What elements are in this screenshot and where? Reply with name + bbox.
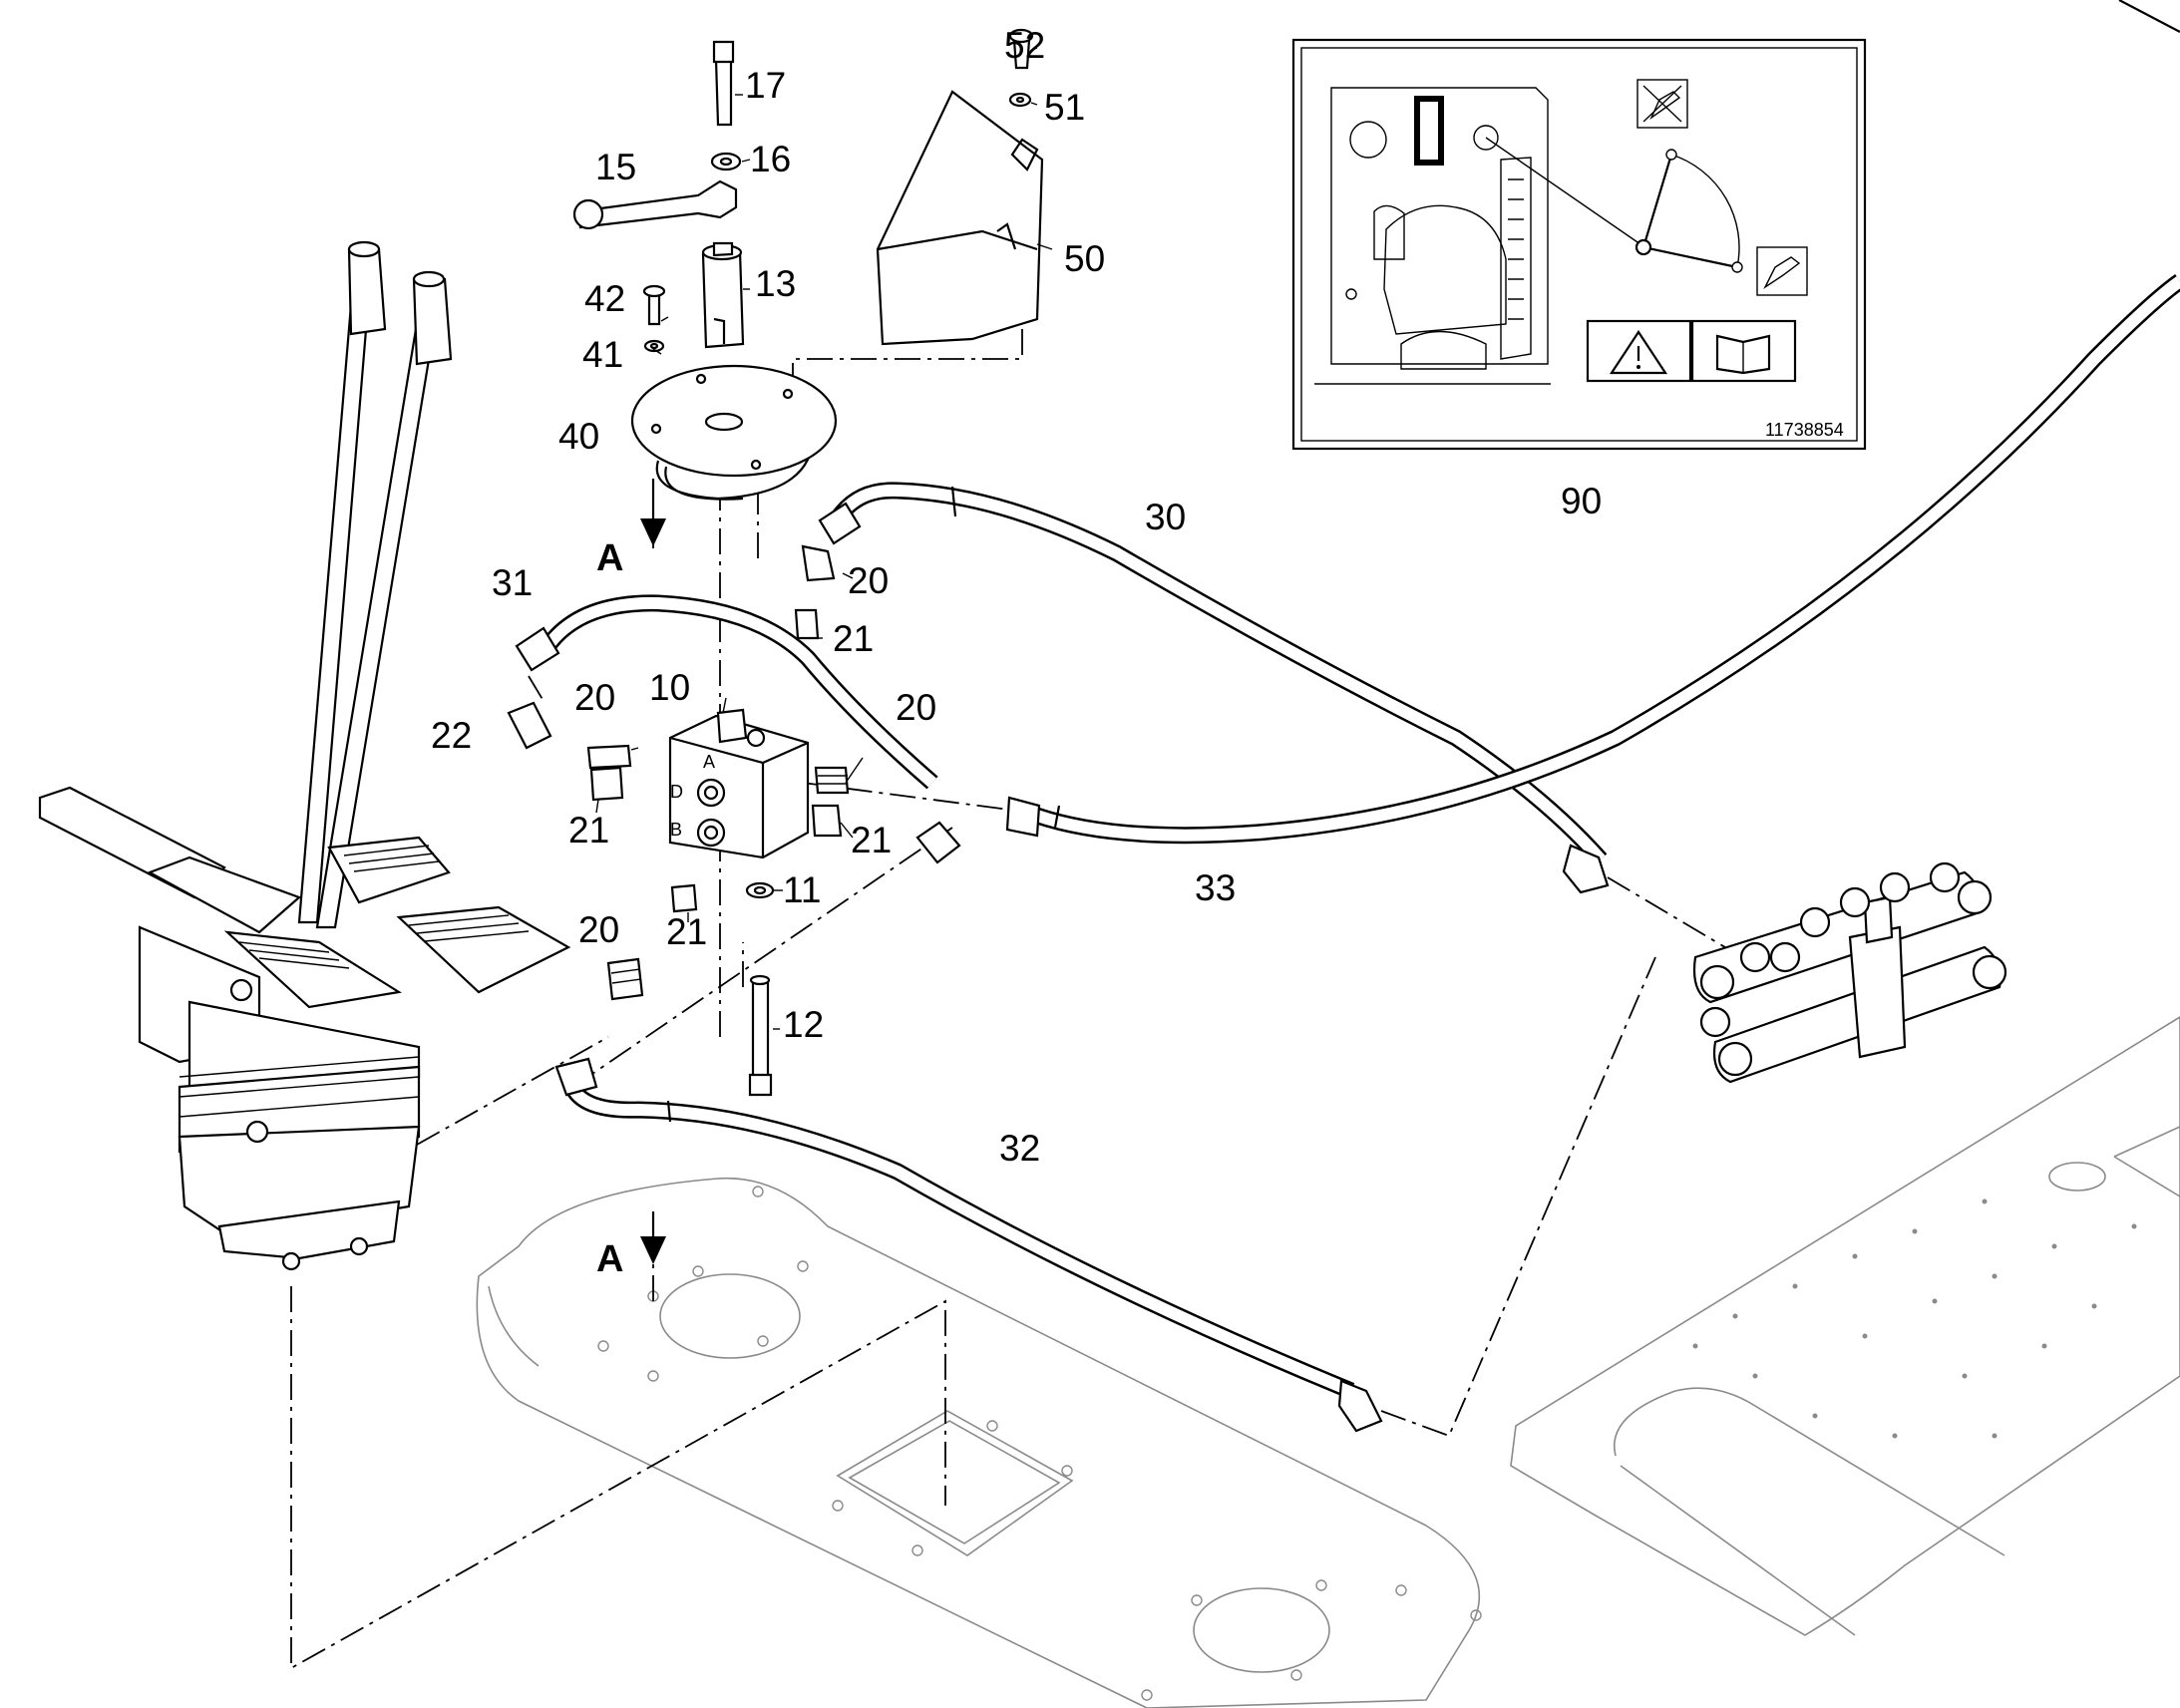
- callout-42: 42: [584, 278, 625, 319]
- callout-21-right: 21: [851, 820, 892, 860]
- cab-floor-plate-left: [476, 1177, 1482, 1708]
- callout-15: 15: [595, 147, 636, 187]
- hose-fittings: [515, 502, 1610, 1433]
- callout-21-top: 21: [833, 618, 874, 659]
- callout-20-left: 20: [574, 677, 615, 718]
- hydraulic-manifold: [1692, 861, 2007, 1084]
- callout-21-left: 21: [568, 810, 609, 851]
- view-arrow-bottom: A: [596, 1211, 666, 1280]
- leader-lines: [595, 47, 1053, 1030]
- callout-51: 51: [1044, 87, 1085, 128]
- view-marker-top: A: [596, 537, 623, 579]
- callout-16: 16: [750, 139, 791, 179]
- control-valve: A D B: [668, 708, 810, 859]
- callout-33: 33: [1195, 867, 1236, 908]
- top-control-parts: [572, 28, 1044, 501]
- valve-port-d: D: [670, 782, 683, 802]
- line-top-right: [2118, 0, 2180, 33]
- callout-32: 32: [999, 1128, 1040, 1169]
- valve-port-b: B: [670, 820, 682, 840]
- callout-17: 17: [745, 65, 786, 106]
- pedal-lever-assembly: [38, 240, 571, 1271]
- callout-90: 90: [1561, 481, 1602, 521]
- view-marker-bottom: A: [596, 1238, 623, 1280]
- callout-20-bottom: 20: [578, 909, 619, 950]
- callout-11: 11: [783, 869, 821, 910]
- hose-30: [830, 482, 1608, 865]
- hose-33: [1034, 274, 2180, 845]
- callout-10: 10: [649, 667, 690, 708]
- hose-32: [561, 1079, 1355, 1399]
- hose-31: [539, 594, 938, 790]
- callout-12: 12: [783, 1004, 824, 1045]
- cab-floor-plate-right: [1510, 1016, 2180, 1636]
- callout-31: 31: [492, 562, 533, 603]
- callout-21-bottom: 21: [666, 911, 707, 952]
- warning-triangle-icon: [1586, 319, 1692, 383]
- decal-inset: 11738854: [1291, 38, 1867, 451]
- callout-20-right: 20: [896, 687, 936, 728]
- callout-labels: 52 51 50 17 16 15 13 42 41 40 90 30 31 2…: [431, 25, 1602, 1169]
- manual-book-icon: [1690, 319, 1797, 383]
- pump-icon: [1756, 246, 1808, 296]
- callout-22: 22: [431, 715, 472, 756]
- valve-port-a: A: [703, 752, 715, 772]
- decal-code: 11738854: [1765, 420, 1844, 440]
- view-arrow-top: A: [596, 479, 666, 579]
- adapter-fittings: [507, 544, 850, 1001]
- crossed-pump-icon: [1636, 79, 1688, 129]
- callout-30: 30: [1145, 497, 1186, 537]
- callout-40: 40: [558, 416, 599, 457]
- assembly-center-lines: [290, 329, 1751, 1670]
- callout-41: 41: [582, 334, 623, 375]
- callout-52: 52: [1004, 25, 1045, 66]
- callout-50: 50: [1064, 238, 1105, 279]
- callout-13: 13: [755, 263, 796, 304]
- mounting-bolt: [745, 881, 775, 1097]
- callout-20-top: 20: [848, 560, 889, 601]
